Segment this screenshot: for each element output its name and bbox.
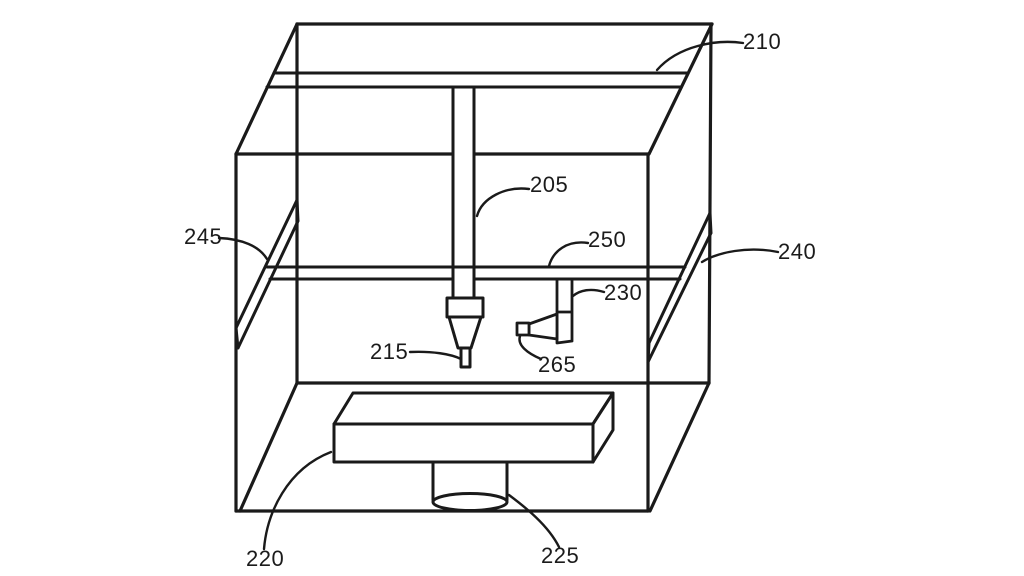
side-tool-cone	[527, 312, 559, 341]
leader-lines	[217, 40, 780, 551]
platform-top-face	[332, 391, 615, 426]
enclosure-back-right-edge	[707, 22, 713, 385]
top-rail	[265, 71, 690, 89]
cross-rail	[265, 265, 687, 281]
left-side-rail-outline	[234, 198, 300, 350]
label-265: 265	[538, 352, 577, 377]
label-250: 250	[588, 227, 627, 252]
label-220: 220	[246, 546, 285, 571]
platform-front-face	[332, 422, 595, 464]
leader-265	[518, 334, 543, 361]
print-head	[445, 85, 485, 369]
label-215: 215	[370, 339, 409, 364]
side-tool-tip	[515, 321, 531, 337]
label-245: 245	[184, 224, 223, 249]
label-225: 225	[541, 543, 580, 568]
pedestal-sides	[431, 460, 509, 502]
extruder-body	[445, 296, 485, 319]
side-tool-rod	[555, 278, 574, 345]
leader-225	[507, 493, 561, 549]
leader-205	[475, 187, 531, 218]
label-210: 210	[743, 29, 782, 54]
label-205: 205	[530, 172, 569, 197]
leader-220	[262, 450, 333, 551]
leader-210	[655, 40, 745, 72]
platform-right-face	[591, 391, 615, 464]
nozzle-taper	[447, 315, 483, 350]
print-head-shaft	[451, 85, 476, 300]
floor-right-edge	[648, 381, 711, 513]
build-platform	[332, 391, 615, 464]
right-side-rail-outline	[646, 211, 713, 364]
nozzle-tip	[459, 346, 472, 369]
right-side-rail	[646, 211, 713, 364]
platform-pedestal	[431, 460, 509, 512]
leader-250	[547, 241, 590, 268]
left-side-rail	[234, 198, 300, 350]
leader-230	[571, 288, 606, 298]
label-240: 240	[778, 239, 817, 264]
leader-215	[408, 350, 463, 361]
enclosure-top-left-edge	[234, 22, 299, 156]
leader-245	[217, 236, 269, 261]
floor-left-edge	[238, 381, 299, 513]
pedestal-bottom	[431, 492, 509, 512]
side-tool	[515, 278, 574, 345]
label-230: 230	[604, 280, 643, 305]
enclosure-top-right-edge	[647, 22, 714, 156]
leader-240	[700, 248, 780, 264]
